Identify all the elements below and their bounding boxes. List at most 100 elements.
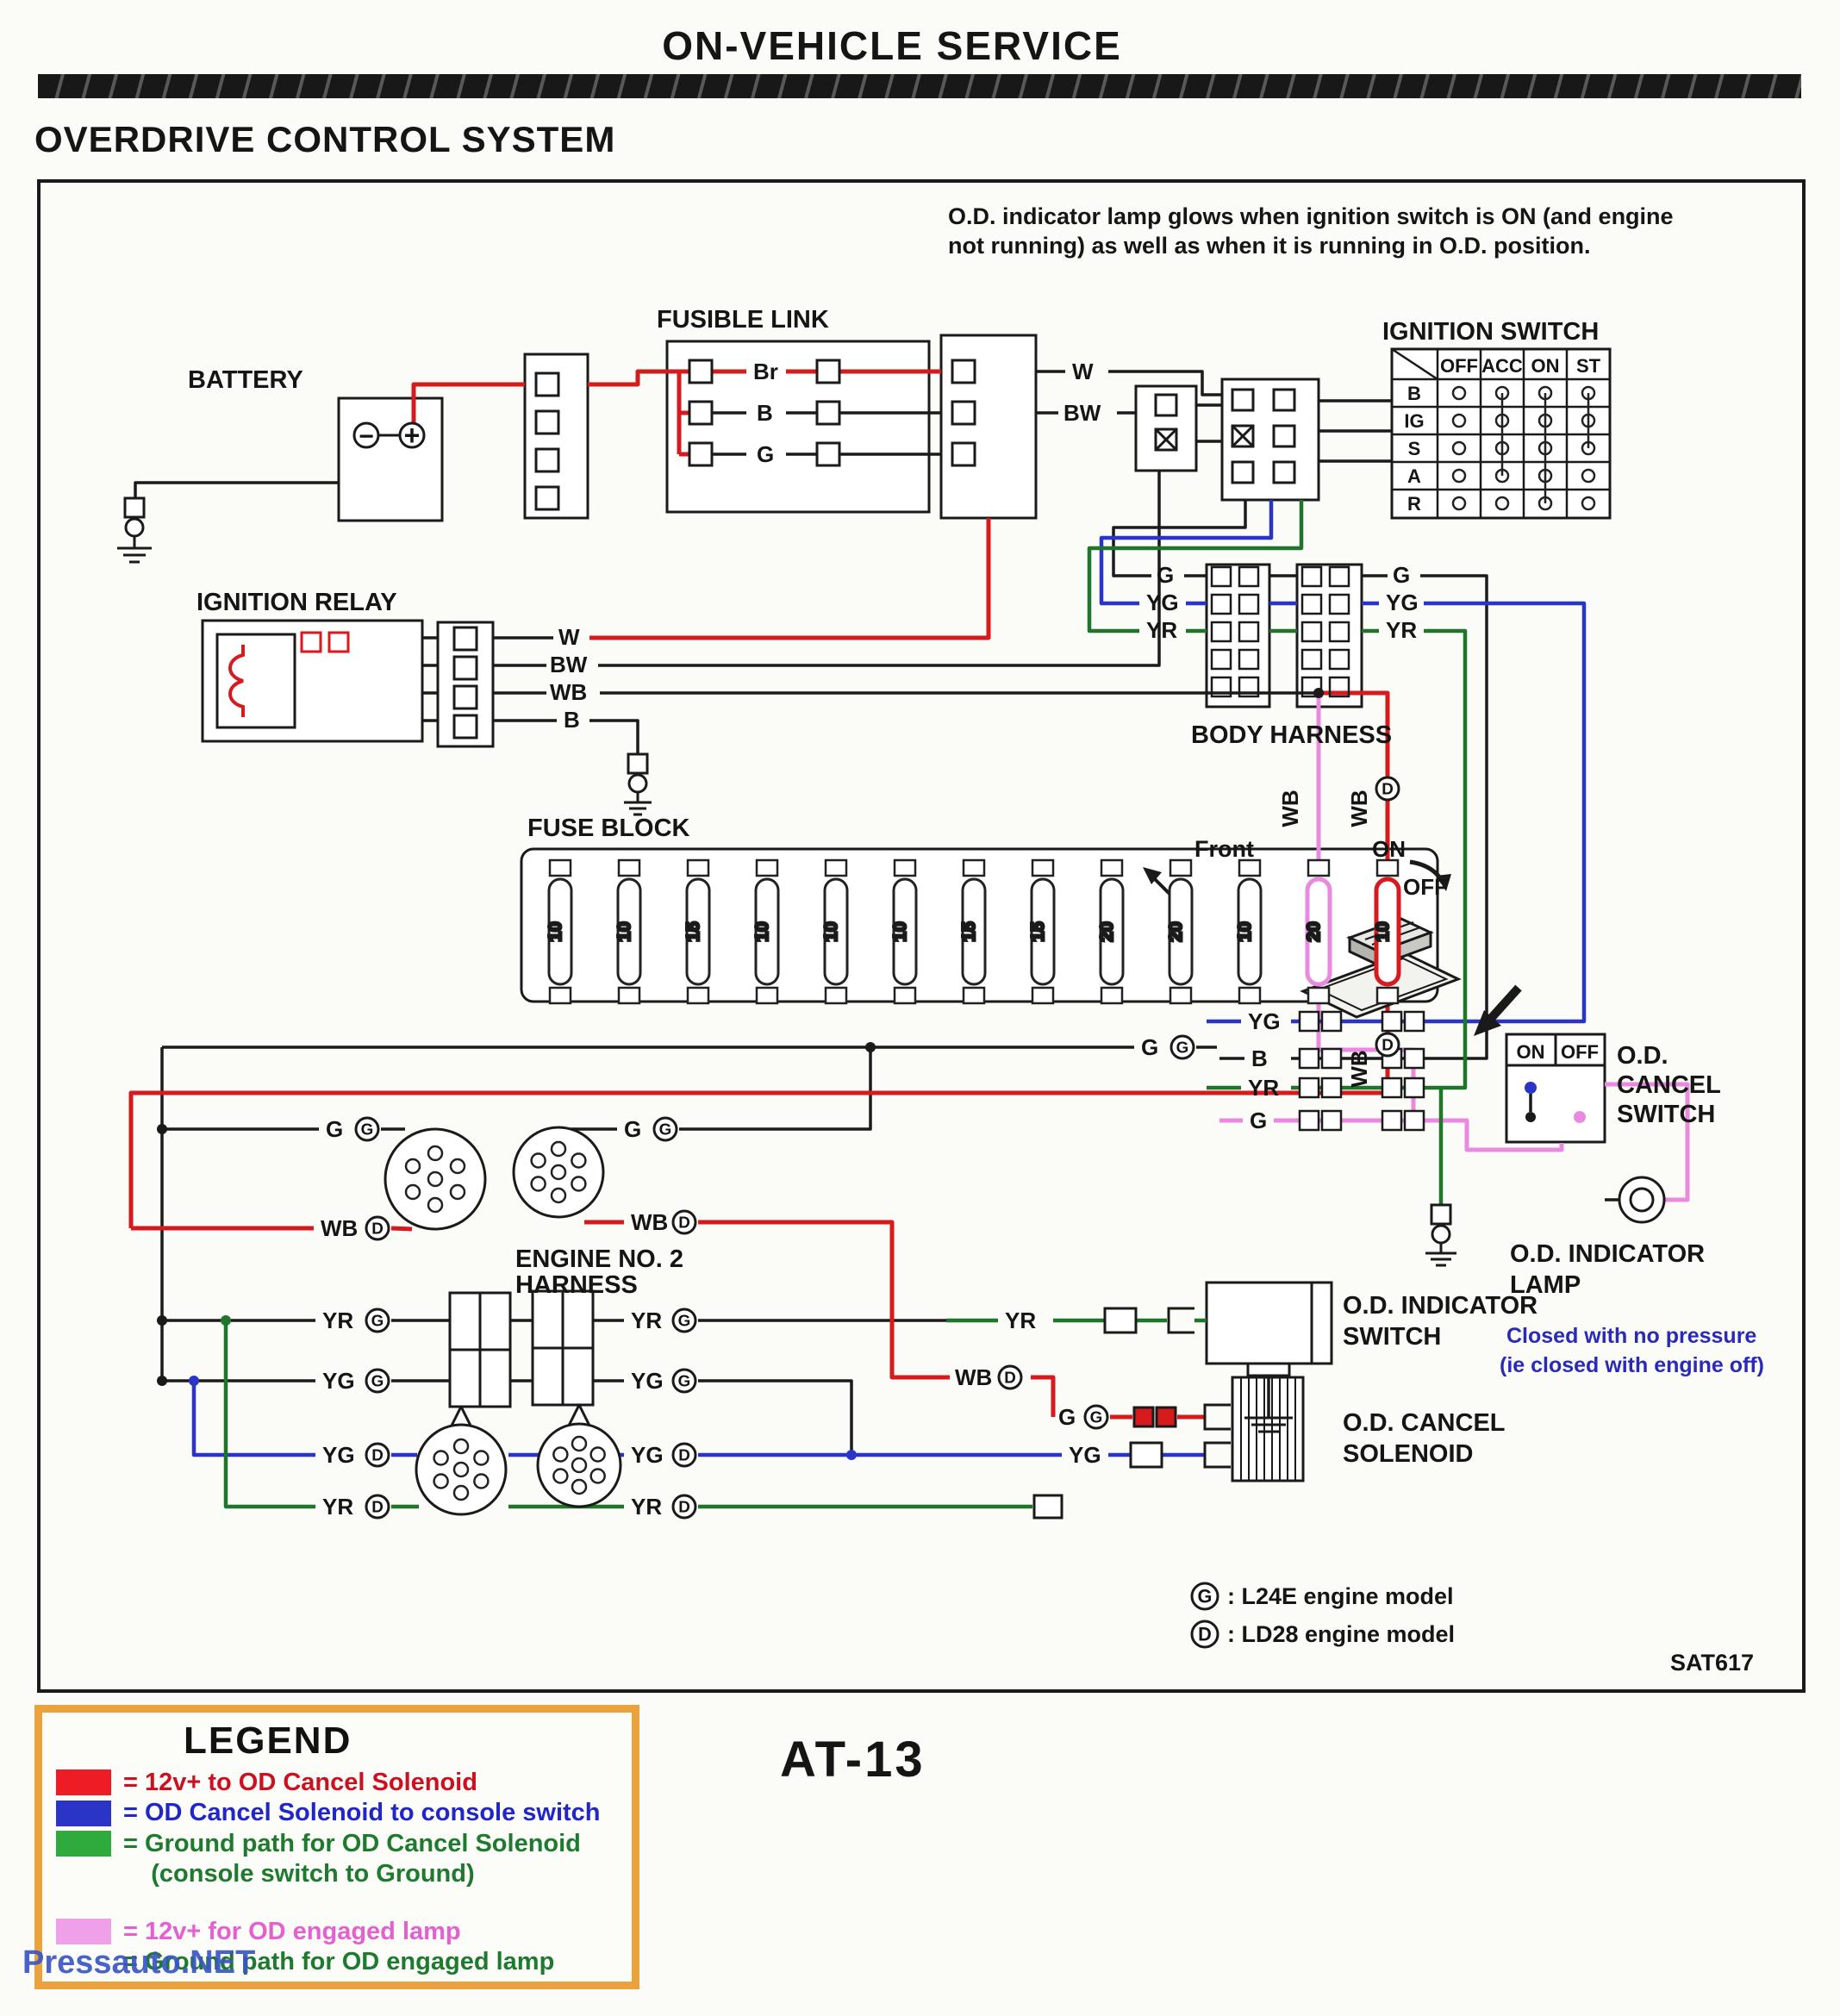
harness-pin-square xyxy=(1300,676,1323,698)
table-col-header: OFF xyxy=(1440,355,1478,377)
fuse-clip xyxy=(893,986,917,1005)
harness-pin-square xyxy=(1328,676,1350,698)
circled-letter xyxy=(365,1308,390,1333)
fuse xyxy=(892,877,918,986)
circled-letter-text: D xyxy=(1198,1624,1212,1645)
connector-pin xyxy=(550,1187,567,1204)
connector-square xyxy=(1298,1109,1320,1132)
legend-swatch xyxy=(56,1800,111,1826)
fuse-clip xyxy=(617,986,641,1005)
harness-pin-square xyxy=(1300,648,1323,671)
diagram-label: YR xyxy=(631,1308,662,1333)
fuse-value: 10 xyxy=(890,921,910,941)
diagram-label: YR xyxy=(631,1494,662,1520)
circled-letter-text: D xyxy=(371,1220,384,1238)
fuse-clip xyxy=(1375,858,1400,877)
diagram-label: G xyxy=(1141,1034,1158,1060)
harness-pin-square xyxy=(1210,676,1232,698)
diagram-label: WB xyxy=(1346,1050,1372,1087)
legend-swatch xyxy=(56,1831,111,1857)
fuse-clip xyxy=(824,858,848,877)
connector-square xyxy=(1381,1010,1403,1033)
diagram-label: O.D. INDICATOR xyxy=(1343,1292,1537,1320)
circled-letter xyxy=(365,1368,390,1394)
diagram-label: O.D. CANCEL xyxy=(1343,1409,1506,1437)
legend-text: = OD Cancel Solenoid to console switch xyxy=(123,1799,601,1827)
diagram-label: WB xyxy=(1346,790,1372,827)
legend-swatch xyxy=(56,1769,111,1796)
circled-letter-text: G xyxy=(678,1312,691,1330)
ground-symbol-console xyxy=(1425,1203,1456,1267)
diagram-label: W xyxy=(1072,359,1094,384)
fuse xyxy=(961,877,987,986)
circled-letter-text: D xyxy=(678,1498,690,1516)
diagram-label: BATTERY xyxy=(188,366,303,394)
connector-square xyxy=(1320,1010,1343,1033)
harness-pin-square xyxy=(1210,648,1232,671)
connector-pin xyxy=(552,1446,569,1463)
wires-green xyxy=(223,500,1468,1509)
legend-swatch xyxy=(56,1918,111,1944)
circled-letter-text: D xyxy=(678,1446,690,1464)
circled-letter-text: G xyxy=(371,1372,384,1390)
connector-pin xyxy=(452,1484,470,1501)
fuse xyxy=(823,877,849,986)
connector-pin xyxy=(571,1152,587,1169)
diagram-label: IGNITION RELAY xyxy=(196,589,397,616)
connector-pin xyxy=(427,1196,444,1214)
junction-dots xyxy=(157,688,1324,1460)
circled-letter-text: G xyxy=(678,1372,691,1390)
legend-row: = 12v+ for OD engaged lamp xyxy=(56,1917,632,1945)
diagram-label: W xyxy=(558,624,580,650)
legend-text: = 12v+ for OD engaged lamp xyxy=(123,1917,461,1945)
battery-box xyxy=(337,396,444,522)
plug-indicator-switch xyxy=(1103,1307,1138,1334)
diagram-frame xyxy=(37,179,1806,1693)
fuse-value: 15 xyxy=(959,921,979,942)
harness-pin-square xyxy=(1300,621,1323,643)
note-line: not running) as well as when it is runni… xyxy=(948,233,1591,259)
diagram-label: FUSIBLE LINK xyxy=(657,306,829,334)
diagram-label: YR xyxy=(322,1494,353,1520)
legend-row: (console switch to Ground) xyxy=(56,1860,632,1888)
circled-letter-text: D xyxy=(1382,780,1394,798)
connector-square xyxy=(1403,1047,1425,1070)
harness-pin-square xyxy=(1210,565,1232,588)
fuse-clip xyxy=(962,986,986,1005)
fuse-clip xyxy=(1238,858,1262,877)
circled-letter xyxy=(1169,1034,1195,1060)
fuse-clip xyxy=(893,858,917,877)
fuse-clip xyxy=(1238,986,1262,1005)
circled-letter-text: G xyxy=(659,1120,672,1139)
table-contact xyxy=(1581,468,1596,484)
connector-pin xyxy=(530,1176,546,1192)
circled-letter xyxy=(671,1209,697,1235)
fuse-clip xyxy=(1100,986,1124,1005)
ignition-table-grid xyxy=(1391,347,1610,518)
connector-pin xyxy=(449,1158,466,1175)
diagram-label: G xyxy=(1157,562,1174,588)
diagram-label: B xyxy=(757,400,773,426)
legend: LEGEND = 12v+ to OD Cancel Solenoid= OD … xyxy=(34,1705,639,1989)
diagram-label: O.D. xyxy=(1617,1042,1668,1070)
legend-text: = 12v+ to OD Cancel Solenoid xyxy=(123,1769,477,1796)
circled-letter-text: G xyxy=(361,1120,374,1139)
diagram-label: YG xyxy=(322,1368,355,1394)
bracket-indicator-switch xyxy=(1167,1307,1194,1334)
circled-letter xyxy=(1375,776,1400,802)
watermark: Pressauto.NET xyxy=(22,1944,256,1981)
diagram-label: ON xyxy=(1517,1041,1545,1063)
circled-letter xyxy=(1190,1582,1219,1611)
table-col-header: ST xyxy=(1576,355,1601,377)
diagram-label: SAT617 xyxy=(1670,1650,1754,1676)
diagram-label: YG xyxy=(322,1442,355,1468)
diagram-label: B xyxy=(1251,1045,1268,1071)
connector-pin xyxy=(449,1183,466,1201)
diagram-label: G xyxy=(326,1116,343,1142)
diagram-label: BODY HARNESS xyxy=(1191,721,1392,749)
table-row-label: R xyxy=(1407,493,1421,515)
circled-letter xyxy=(365,1215,390,1241)
legend-text: (console switch to Ground) xyxy=(123,1860,475,1888)
circled-letter-text: G xyxy=(371,1312,384,1330)
